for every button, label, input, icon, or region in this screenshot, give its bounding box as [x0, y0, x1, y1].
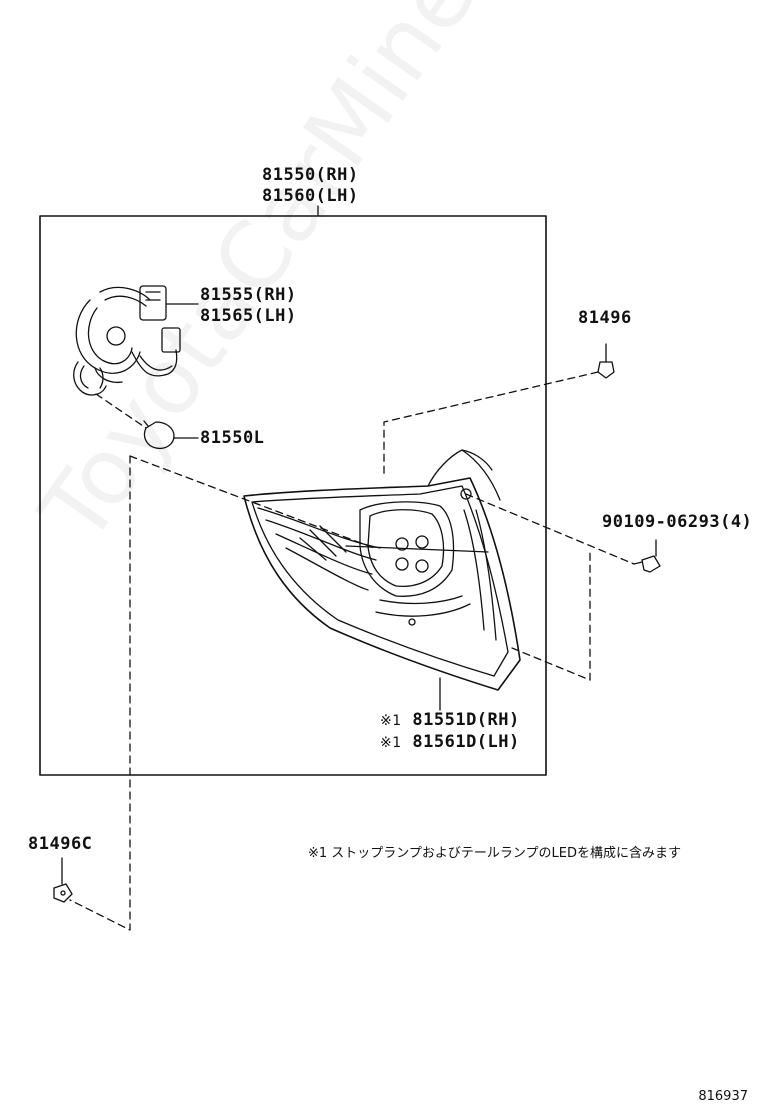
- socket-number-rh: 81555(RH): [200, 285, 297, 305]
- lens-to-clip-dash: [129, 455, 375, 549]
- lens-mark-lh: ※1: [380, 735, 402, 751]
- clip-bottom-label[interactable]: 81496C: [28, 834, 93, 854]
- assembly-number-lh: 81560(LH): [262, 186, 359, 206]
- lower-screw-dash: [511, 551, 591, 681]
- clip-bottom: [53, 857, 73, 903]
- bulb-label[interactable]: 81550L: [200, 428, 265, 448]
- lens-mark-rh: ※1: [380, 713, 402, 729]
- clip-top: [597, 343, 615, 379]
- footnote: ※1 ストップランプおよびテールランプのLEDを構成に含みます: [308, 846, 681, 861]
- assembly-label[interactable]: 81550(RH) 81560(LH): [262, 165, 359, 207]
- socket-wire-harness: [73, 285, 181, 396]
- assembly-number-rh: 81550(RH): [262, 165, 359, 185]
- lens-number-rh: ※1 81551D(RH): [380, 710, 520, 730]
- bulb: [143, 420, 175, 450]
- bulb-dash: [95, 393, 147, 429]
- socket-label[interactable]: 81555(RH) 81565(LH): [200, 285, 297, 327]
- screw-label[interactable]: 90109-06293(4): [602, 512, 753, 532]
- screw-dash: [465, 493, 635, 565]
- socket-number-lh: 81565(LH): [200, 306, 297, 326]
- lens-number-lh: ※1 81561D(LH): [380, 732, 520, 752]
- lens-label[interactable]: ※1 81551D(RH) ※1 81561D(LH): [380, 710, 520, 754]
- screw: [633, 539, 661, 573]
- clip-bottom-dash: [69, 455, 131, 931]
- figure-number: 816937: [698, 1089, 748, 1104]
- clip-top-dash: [383, 371, 599, 475]
- assembly-box: [39, 215, 547, 776]
- tail-lamp-lens: [243, 449, 521, 691]
- clip-top-label[interactable]: 81496: [578, 308, 632, 328]
